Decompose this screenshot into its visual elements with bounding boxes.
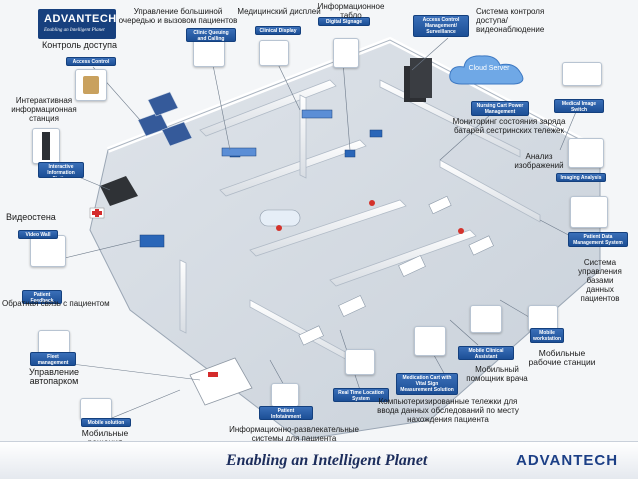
kiosk-card: [32, 128, 60, 164]
imaging-card: [568, 138, 604, 168]
tag-clinical-display: Clinical Display: [255, 26, 301, 35]
cloud-label: Cloud Server: [468, 65, 510, 72]
signage-card: [333, 38, 359, 68]
queuing-card: [193, 37, 225, 67]
tag-nursing-cart: Nursing Cart Power Management: [471, 101, 529, 116]
label-nursing-power: Мониторинг состояния заряда батарей сест…: [452, 117, 566, 135]
cloud-server-icon: [449, 55, 524, 85]
tag-imaging-analysis: Imaging Analysis: [556, 173, 606, 182]
label-access: Контроль доступа: [42, 40, 117, 50]
footer-brand: ADVANTECH: [516, 452, 619, 469]
tag-video-wall: Video Wall: [18, 230, 58, 239]
logo-slogan: Enabling an Intelligent Planet: [44, 28, 105, 33]
label-clinical-display: Медицинский дисплей: [237, 7, 321, 16]
tag-mobile-clinical: Mobile Clinical Assistant: [458, 346, 514, 360]
tag-fleet-management: Fleet management: [30, 352, 76, 366]
footer-bar: Enabling an Intelligent Planet ADVANTECH: [0, 441, 638, 479]
label-infotainment: Информационно-развлекательные системы дл…: [229, 425, 359, 443]
label-mobile-assistant: Мобильный помощник врача: [466, 365, 528, 383]
tag-digital-signage: Digital Signage: [318, 17, 370, 26]
clinical-display-card: [259, 40, 289, 66]
tag-medical-image-switch: Medical Image Switch: [554, 99, 604, 113]
access-control-card: [75, 69, 107, 101]
tag-medication-cart: Medication Cart with Vital Sign Measurem…: [396, 373, 458, 395]
tag-patient-feedback: Patient Feedback: [22, 290, 62, 304]
fleet-card: [38, 330, 70, 354]
label-access-surveillance: Система контроля доступа/видеонаблюдение: [476, 7, 545, 34]
tag-patient-data: Patient Data Management System: [568, 232, 628, 247]
mobile-solution-card: [80, 398, 112, 420]
tag-mobile-workstation: Mobile workstation: [530, 328, 564, 343]
rtls-card: [345, 349, 375, 375]
tag-mobile-solution: Mobile solution: [81, 418, 131, 427]
label-fleet: Управление автопарком: [28, 367, 80, 386]
tag-clinic-queuing: Clinic Queuing and Calling System: [186, 28, 236, 42]
infotainment-card: [271, 383, 299, 407]
label-kiosk: Интерактивная информационная станция: [11, 96, 77, 123]
label-patient-db: Система управления базами данных пациент…: [578, 258, 622, 303]
mobile-ws-card: [528, 305, 558, 331]
tag-access-mgmt: Access Control Management/ Surveillance: [413, 15, 469, 37]
label-video-wall: Видеостена: [6, 212, 56, 222]
image-switch-card: [562, 62, 602, 86]
tag-access-control: Access Control: [66, 57, 116, 66]
label-image-analysis: Анализ изображений: [514, 152, 564, 170]
tag-rtls: Real Time Location System: [333, 388, 389, 402]
logo-brand: ADVANTECH: [44, 13, 117, 25]
medcart-card: [414, 326, 446, 356]
label-mobile-ws: Мобильные рабочие станции: [528, 348, 596, 367]
label-feedback: Обратная связь с пациентом: [2, 299, 110, 308]
patient-feedback-card: [30, 235, 66, 267]
patient-data-card: [570, 196, 608, 228]
tag-interactive-info: Interactive Information Station: [38, 162, 84, 178]
mobile-assistant-card: [470, 305, 502, 333]
label-signage: Информационное табло: [317, 2, 385, 20]
footer-tagline: Enabling an Intelligent Planet: [226, 452, 428, 469]
advantech-logo: ADVANTECH Enabling an Intelligent Planet: [38, 9, 116, 39]
label-queue: Управление большиной очередью и вызовом …: [118, 7, 238, 25]
label-med-cart: Компьютеризированные тележки для ввода д…: [377, 397, 519, 424]
tag-patient-infotainment: Patient Infotainment system: [259, 406, 313, 420]
